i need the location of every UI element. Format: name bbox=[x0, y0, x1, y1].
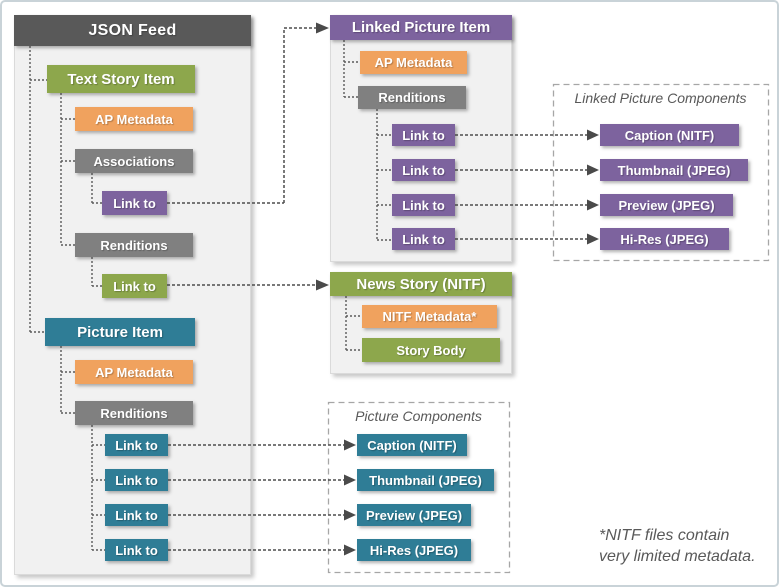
picture-hires-node: Hi-Res (JPEG) bbox=[357, 539, 471, 561]
linked-picture-item-header: Linked Picture Item bbox=[330, 15, 512, 40]
linked-picture-link-to-node-2: Link to bbox=[392, 159, 455, 181]
json-feed-tree-connectors bbox=[29, 46, 105, 551]
story-body-node: Story Body bbox=[362, 338, 500, 362]
text-story-item-node: Text Story Item bbox=[47, 65, 195, 93]
arrowhead bbox=[344, 474, 356, 486]
text-story-renditions-node: Renditions bbox=[75, 233, 193, 257]
arrowhead bbox=[316, 22, 329, 34]
arrowhead bbox=[587, 233, 599, 245]
picture-renditions-node: Renditions bbox=[75, 401, 193, 425]
linked-preview-node: Preview (JPEG) bbox=[600, 194, 733, 216]
flow-arrowheads bbox=[316, 22, 599, 556]
linked-picture-renditions-node: Renditions bbox=[358, 86, 466, 109]
news-story-header: News Story (NITF) bbox=[330, 272, 512, 296]
linked-caption-node: Caption (NITF) bbox=[600, 124, 739, 146]
linked-thumbnail-node: Thumbnail (JPEG) bbox=[600, 159, 748, 181]
arrowhead bbox=[344, 509, 356, 521]
footnote: *NITF files contain very limited metadat… bbox=[599, 526, 756, 568]
arrowhead bbox=[587, 199, 599, 211]
news-story-tree-connectors bbox=[345, 296, 362, 351]
picture-components-title: Picture Components bbox=[355, 408, 482, 424]
picture-link-to-node-3: Link to bbox=[105, 504, 168, 526]
linked-picture-ap-metadata-node: AP Metadata bbox=[360, 51, 467, 74]
text-story-ap-metadata-node: AP Metadata bbox=[75, 107, 193, 131]
linked-picture-components-title: Linked Picture Components bbox=[574, 90, 747, 106]
arrowhead bbox=[587, 129, 599, 141]
json-feed-header: JSON Feed bbox=[14, 15, 251, 46]
linked-picture-link-to-node-1: Link to bbox=[392, 124, 455, 146]
association-link-to-node: Link to bbox=[102, 191, 167, 215]
rendition-link-to-node: Link to bbox=[102, 274, 167, 298]
arrowhead bbox=[344, 544, 356, 556]
linked-picture-tree-connectors bbox=[343, 40, 392, 241]
footnote-line-1: *NITF files contain bbox=[599, 527, 730, 544]
linked-picture-link-to-node-4: Link to bbox=[392, 228, 455, 250]
picture-link-to-node-1: Link to bbox=[105, 434, 168, 456]
picture-link-to-node-2: Link to bbox=[105, 469, 168, 491]
flow-arrow-lines bbox=[167, 27, 587, 551]
picture-caption-node: Caption (NITF) bbox=[357, 434, 467, 456]
associations-node: Associations bbox=[75, 149, 193, 173]
picture-ap-metadata-node: AP Metadata bbox=[75, 360, 193, 384]
arrowhead bbox=[316, 279, 329, 291]
arrow-association-link-to-linked-picture bbox=[167, 27, 317, 204]
picture-item-node: Picture Item bbox=[45, 318, 195, 346]
picture-preview-node: Preview (JPEG) bbox=[357, 504, 471, 526]
arrowhead bbox=[344, 439, 356, 451]
linked-picture-link-to-node-3: Link to bbox=[392, 194, 455, 216]
picture-link-to-node-4: Link to bbox=[105, 539, 168, 561]
nitf-metadata-node: NITF Metadata* bbox=[362, 305, 497, 328]
footnote-line-2: very limited metadata. bbox=[599, 547, 756, 565]
arrowhead bbox=[587, 164, 599, 176]
linked-hires-node: Hi-Res (JPEG) bbox=[600, 228, 729, 250]
picture-thumbnail-node: Thumbnail (JPEG) bbox=[357, 469, 494, 491]
